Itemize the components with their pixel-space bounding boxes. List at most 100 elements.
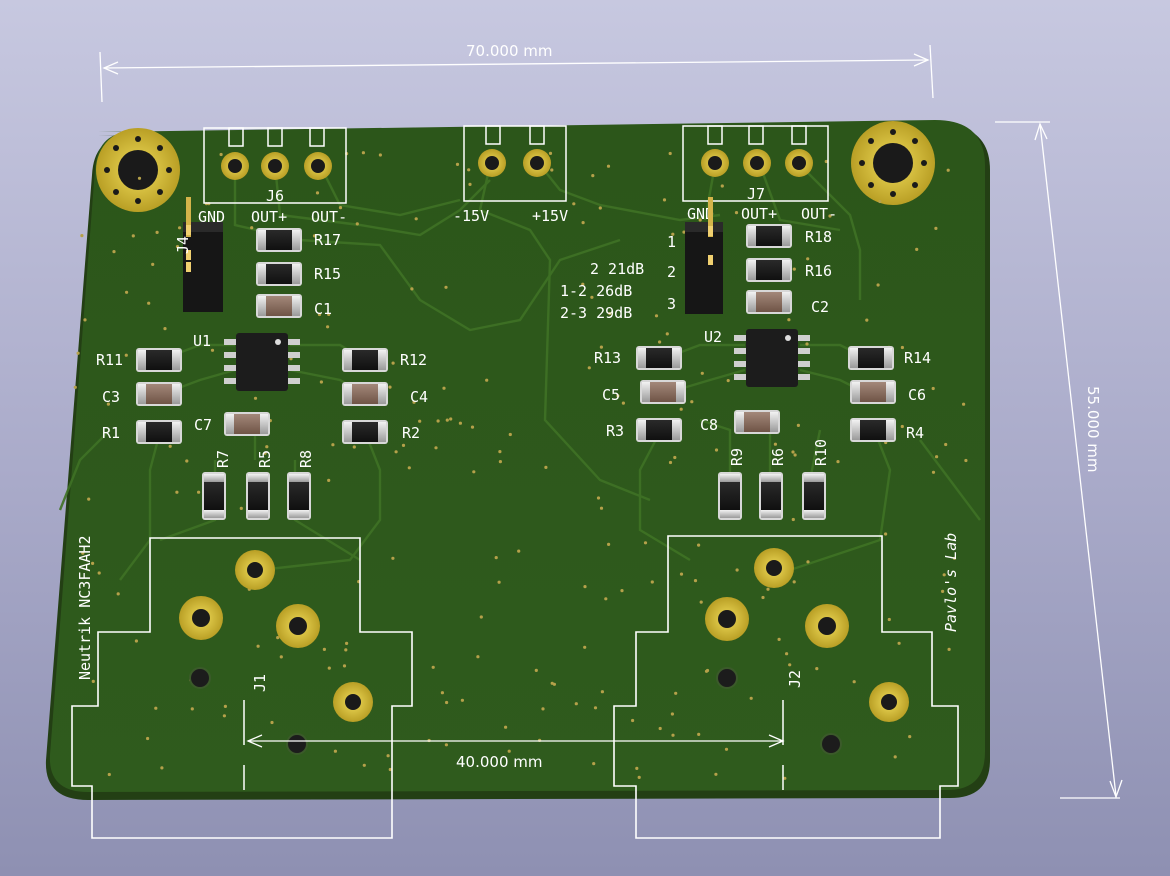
via: [76, 351, 80, 355]
via: [131, 234, 135, 238]
component-r9[interactable]: R9: [718, 448, 746, 520]
via: [761, 595, 765, 600]
component-r14-label: R14: [904, 349, 931, 367]
via: [900, 345, 905, 350]
component-r13[interactable]: R13: [594, 346, 682, 370]
component-c8[interactable]: C8: [700, 410, 780, 434]
via: [326, 325, 330, 329]
component-r5[interactable]: R5: [246, 450, 274, 520]
component-c2[interactable]: C2: [746, 290, 829, 316]
j7-pin-outp-label: OUT+: [741, 205, 777, 223]
component-r12[interactable]: R12: [342, 348, 427, 372]
via: [670, 712, 675, 716]
component-r13-label: R13: [594, 349, 621, 367]
via: [498, 450, 502, 454]
pin-header-gain[interactable]: 1 2 3: [667, 197, 723, 314]
via: [944, 442, 948, 447]
xlr-jack-j2[interactable]: J2: [613, 535, 959, 839]
via: [458, 421, 462, 425]
via: [445, 418, 449, 422]
component-r11[interactable]: R11: [96, 348, 182, 372]
via: [449, 417, 453, 421]
component-r16[interactable]: R16: [746, 258, 832, 282]
via: [352, 445, 356, 449]
via: [319, 380, 323, 384]
via: [668, 151, 672, 156]
component-c6[interactable]: C6: [850, 380, 926, 404]
via: [876, 283, 880, 287]
via: [596, 496, 601, 500]
via: [175, 490, 179, 494]
component-r11-label: R11: [96, 351, 123, 369]
via: [915, 247, 919, 251]
via: [793, 453, 797, 457]
component-c4[interactable]: C4: [342, 382, 428, 406]
component-c5[interactable]: C5: [602, 380, 686, 404]
connector-power[interactable]: -15V +15V: [453, 125, 568, 225]
via: [331, 443, 335, 447]
component-r6[interactable]: R6: [759, 448, 787, 520]
component-c7[interactable]: C7: [194, 412, 270, 436]
component-c1-label: C1: [314, 300, 332, 318]
via: [112, 250, 116, 254]
component-r17[interactable]: R17: [256, 228, 341, 252]
via: [440, 691, 444, 695]
via: [544, 465, 548, 469]
connector-j6[interactable]: J6 GND OUT+ OUT-: [198, 127, 347, 226]
via: [621, 401, 626, 405]
via: [828, 214, 832, 218]
via: [468, 182, 472, 186]
component-r12-label: R12: [400, 351, 427, 369]
via: [631, 718, 635, 723]
via: [407, 466, 411, 470]
component-r18[interactable]: R18: [746, 224, 832, 248]
connector-j7[interactable]: J7 GND OUT+ OUT-: [682, 125, 837, 223]
via: [671, 232, 675, 236]
via: [116, 592, 120, 596]
j4-ref-label: J4: [174, 236, 192, 254]
pin-header-j4[interactable]: J4: [174, 197, 223, 312]
component-r1[interactable]: R1: [102, 420, 182, 444]
via: [504, 725, 508, 729]
via: [698, 218, 702, 222]
j6-ref-label: J6: [266, 187, 284, 205]
via: [270, 720, 274, 725]
via: [908, 735, 912, 739]
via: [836, 460, 840, 464]
component-r7[interactable]: R7: [202, 450, 232, 520]
via: [485, 378, 489, 382]
ic-u2[interactable]: U2: [704, 328, 810, 387]
component-r10[interactable]: R10: [802, 439, 830, 520]
component-r2[interactable]: R2: [342, 420, 420, 444]
via: [168, 444, 172, 448]
via: [682, 230, 686, 234]
via: [674, 691, 678, 695]
via: [635, 766, 639, 771]
via: [444, 285, 448, 289]
via: [355, 222, 359, 226]
component-r4[interactable]: R4: [850, 418, 924, 442]
xlr-jack-j1[interactable]: J1: [71, 537, 413, 839]
via: [91, 561, 95, 566]
via: [592, 762, 596, 766]
power-pin-neg15-label: -15V: [453, 207, 489, 225]
via: [783, 776, 787, 780]
component-c7-label: C7: [194, 416, 212, 434]
component-r15[interactable]: R15: [256, 262, 341, 286]
via: [935, 455, 939, 459]
component-r6-label: R6: [769, 448, 787, 466]
j6-pin-gnd-label: GND: [198, 208, 225, 226]
mounting-hole-right: [851, 121, 935, 205]
ic-u1[interactable]: U1: [193, 332, 300, 391]
component-c3[interactable]: C3: [102, 382, 182, 406]
component-r9-label: R9: [728, 448, 746, 466]
component-r3[interactable]: R3: [606, 418, 682, 442]
component-r14[interactable]: R14: [848, 346, 931, 370]
j2-ref-label: J2: [786, 670, 804, 688]
via: [391, 361, 395, 365]
component-r8[interactable]: R8: [287, 450, 315, 520]
component-c1[interactable]: C1: [256, 294, 332, 318]
via: [792, 580, 796, 584]
via: [947, 647, 951, 652]
